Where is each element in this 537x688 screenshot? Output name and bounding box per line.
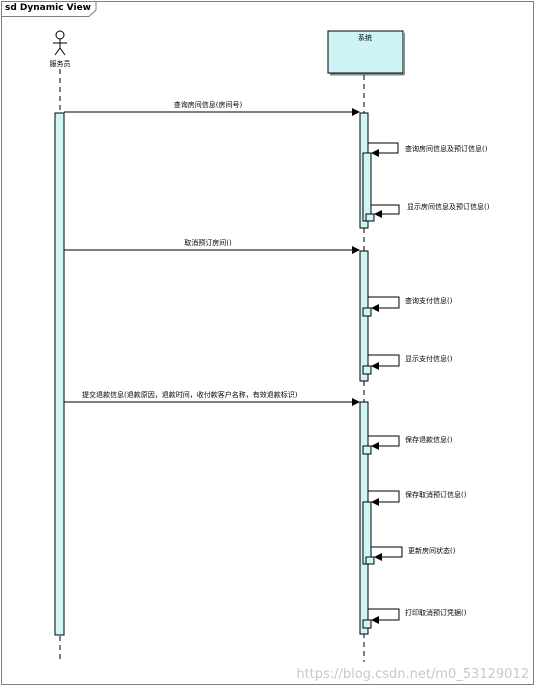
message-8-arrow bbox=[368, 435, 400, 450]
system-activation-3-nested-c bbox=[365, 556, 375, 565]
actor-activation bbox=[54, 112, 65, 636]
watermark: https://blog.csdn.net/m0_53129012 bbox=[296, 667, 529, 682]
message-10-label: 更新房间状态() bbox=[408, 546, 456, 555]
message-1-label: 查询房间信息(房间号) bbox=[174, 100, 243, 109]
frame-tab bbox=[1, 1, 97, 17]
message-3-arrow bbox=[371, 204, 400, 218]
message-2-label: 查询房间信息及预订信息() bbox=[405, 144, 488, 153]
message-11-label: 打印取消预订凭据() bbox=[405, 608, 467, 617]
system-activation-3-nested-a bbox=[362, 445, 372, 455]
message-5-label: 查询支付信息() bbox=[405, 296, 453, 305]
system-label: 系统 bbox=[358, 33, 372, 42]
message-9-label: 保存取消预订信息() bbox=[405, 490, 467, 499]
system-activation-1-nested-2 bbox=[365, 213, 375, 222]
system-activation-1-nested bbox=[362, 152, 372, 222]
frame-title: sd Dynamic View bbox=[5, 3, 91, 13]
system-activation-2-nested-a bbox=[362, 307, 372, 317]
system-activation-3-nested-d bbox=[362, 619, 372, 629]
message-9-arrow bbox=[368, 490, 400, 506]
message-4-label: 取消预订房间() bbox=[184, 238, 232, 247]
message-8-label: 保存退款信息() bbox=[405, 435, 453, 444]
message-6-label: 显示支付信息() bbox=[405, 354, 453, 363]
message-2-arrow bbox=[368, 142, 399, 157]
system-activation-2-nested-b bbox=[362, 365, 372, 375]
message-10-arrow bbox=[371, 546, 403, 561]
message-5-arrow bbox=[368, 296, 400, 312]
actor-icon bbox=[53, 30, 67, 56]
message-7-label: 提交退款信息(退款原因，退款时间，收付款客户名称，有效退款标识) bbox=[82, 390, 298, 399]
message-11-arrow bbox=[368, 608, 400, 624]
system-lifeline-box bbox=[327, 30, 405, 76]
message-3-label: 显示房间信息及预订信息() bbox=[407, 202, 490, 211]
actor-label: 服务员 bbox=[50, 59, 71, 68]
system-activation-3-nested-b bbox=[362, 501, 372, 565]
message-6-arrow bbox=[368, 354, 400, 370]
